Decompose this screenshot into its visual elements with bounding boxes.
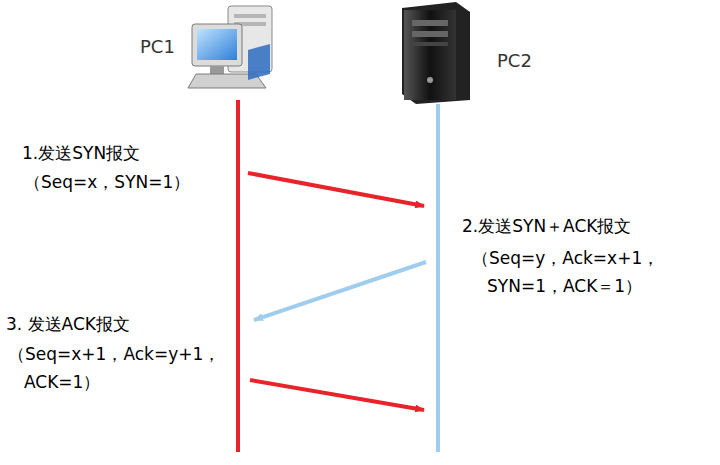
step-label: 2.发送SYN＋ACK报文 [462, 216, 631, 236]
step-label: 1.发送SYN报文 [22, 143, 140, 163]
lifeline [436, 104, 440, 452]
message-arrow [250, 380, 424, 410]
server-icon [402, 2, 470, 104]
field-label: ACK=1） [24, 372, 100, 392]
step-label: 3. 发送ACK报文 [6, 314, 130, 334]
device-label: PC1 [140, 36, 175, 58]
message-arrow [254, 262, 426, 320]
field-label: （Seq=x，SYN=1） [24, 172, 190, 192]
lifeline [236, 100, 240, 452]
message-arrow [248, 173, 424, 206]
field-label: （Seq=y，Ack=x+1， [472, 248, 659, 268]
field-label: （Seq=x+1，Ack=y+1， [8, 344, 220, 364]
device-label: PC2 [497, 50, 532, 72]
field-label: SYN=1，ACK＝1） [487, 276, 642, 296]
pc-icon [188, 6, 272, 88]
